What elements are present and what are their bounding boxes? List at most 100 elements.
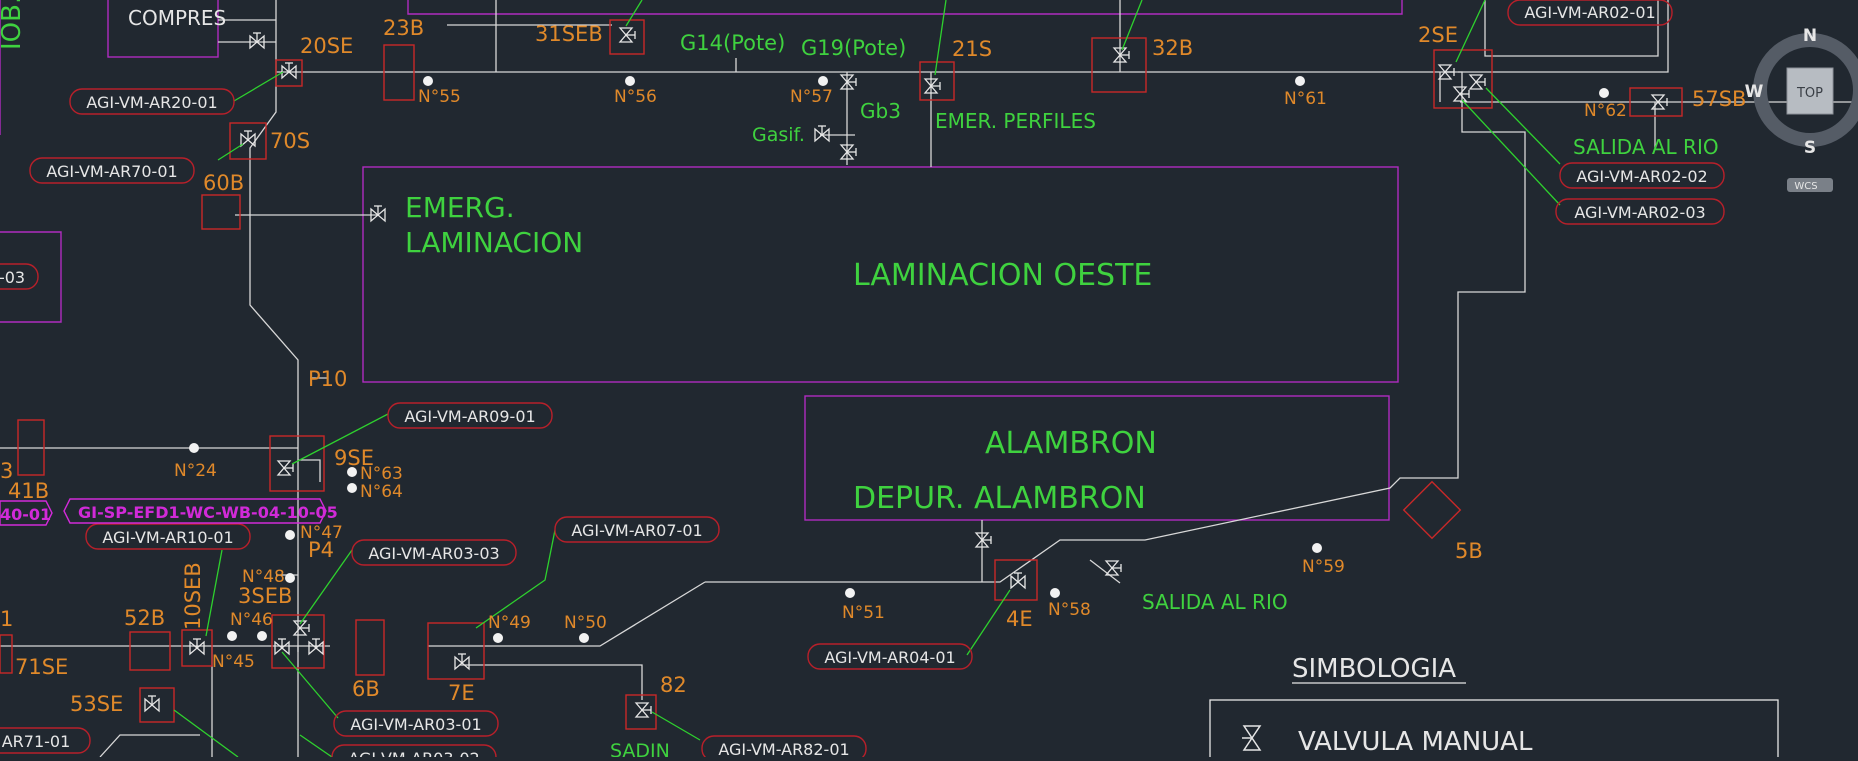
tag-ar82[interactable]: AGI-VM-AR82-01	[718, 740, 849, 759]
zone-compres	[107, 0, 219, 58]
tag-ar20[interactable]: AGI-VM-AR20-01	[86, 93, 217, 112]
viewcube-top-label[interactable]: TOP	[1796, 86, 1823, 101]
label-depur-alambron: DEPUR. ALAMBRON	[853, 481, 1146, 516]
label-laminacion-oeste: LAMINACION OESTE	[853, 258, 1152, 293]
legend-title: SIMBOLOGIA	[1292, 654, 1456, 684]
label-p4: P4	[308, 538, 334, 562]
valve-2se: 2SE	[1418, 23, 1458, 47]
label-g19: G19(Pote)	[801, 36, 906, 60]
node-n61: N°61	[1284, 89, 1327, 109]
tag-ar07[interactable]: AGI-VM-AR07-01	[571, 521, 702, 540]
viewcube-top-face[interactable]	[1786, 67, 1834, 115]
label-p10: P10	[308, 367, 347, 391]
label-salida-rio-2: SALIDA AL RIO	[1142, 590, 1288, 614]
valve-9se: 9SE	[334, 446, 374, 470]
zone-alambron	[804, 395, 1390, 521]
node-n24: N°24	[174, 461, 217, 481]
zone-left-building	[0, 231, 62, 323]
node-n64: N°64	[360, 482, 403, 502]
tag-ar71[interactable]: AR71-01	[2, 732, 71, 751]
valve-70s: 70S	[270, 129, 310, 153]
node-n62: N°62	[1584, 101, 1627, 121]
node-n56: N°56	[614, 87, 657, 107]
tag-ar02-03[interactable]: AGI-VM-AR02-03	[1574, 203, 1705, 222]
node-n47: N°47	[300, 523, 343, 543]
wcs-label[interactable]: WCS	[1794, 181, 1817, 192]
node-n57: N°57	[790, 87, 833, 107]
tag-left-40[interactable]: 40-01	[0, 505, 51, 524]
valve-82: 82	[660, 673, 687, 697]
label-gasif: Gasif.	[752, 124, 805, 146]
valve-left-3: 3	[0, 459, 13, 483]
tag-gi-sp[interactable]: GI-SP-EFD1-WC-WB-04-10-05	[78, 503, 338, 522]
tag-ar02-01[interactable]: AGI-VM-AR02-01	[1524, 3, 1655, 22]
valve-32b: 32B	[1152, 36, 1193, 60]
valve-23b: 23B	[383, 16, 424, 40]
zone-outlines	[0, 0, 1403, 521]
tag-ar04[interactable]: AGI-VM-AR04-01	[824, 648, 955, 667]
valve-5b: 5B	[1455, 539, 1483, 563]
viewcube[interactable]: TOP N S W WCS	[1745, 26, 1858, 192]
label-emer-perfiles: EMER. PERFILES	[935, 109, 1096, 133]
valve-31seb: 31SEB	[535, 22, 603, 46]
tag-ar02-02[interactable]: AGI-VM-AR02-02	[1576, 167, 1707, 186]
label-laminacion: LAMINACION	[405, 226, 583, 259]
tag-ar70[interactable]: AGI-VM-AR70-01	[46, 162, 177, 181]
node-n51: N°51	[842, 603, 885, 623]
valve-6b: 6B	[352, 677, 380, 701]
equipment-boxes	[0, 19, 1683, 730]
label-alambron: ALAMBRON	[985, 426, 1157, 461]
valve-3seb: 3SEB	[238, 584, 292, 608]
tag-ar09[interactable]: AGI-VM-AR09-01	[404, 407, 535, 426]
node-n45: N°45	[212, 652, 255, 672]
label-g14: G14(Pote)	[680, 31, 785, 55]
instrument-tags: AGI-VM-AR20-01 AGI-VM-AR70-01 AGI-VM-AR0…	[0, 0, 1725, 761]
valve-10seb: 10SEB	[181, 562, 205, 630]
node-n46: N°46	[230, 610, 273, 630]
label-emerg: EMERG.	[405, 191, 515, 224]
valve-21s: 21S	[952, 37, 992, 61]
zone-top-building	[407, 0, 1403, 15]
tag-ar03-03[interactable]: AGI-VM-AR03-03	[368, 544, 499, 563]
node-n58: N°58	[1048, 600, 1091, 620]
compass-south[interactable]: S	[1804, 138, 1816, 158]
valve-symbols	[144, 27, 1668, 718]
valve-20se: 20SE	[300, 34, 353, 58]
label-sadin: SADIN	[610, 740, 670, 757]
valve-41b: 41B	[8, 479, 49, 503]
magenta-callouts: GI-SP-EFD1-WC-WB-04-10-05 40-01	[0, 498, 338, 526]
legend-valve-icon	[1242, 725, 1262, 751]
label-gb3: Gb3	[860, 99, 901, 123]
compass-north[interactable]: N	[1803, 26, 1817, 46]
valve-4e: 4E	[1006, 607, 1033, 631]
tag-ar03-02[interactable]: AGI-VM-AR03-02	[348, 749, 479, 761]
node-n59: N°59	[1302, 557, 1345, 577]
compass-west[interactable]: W	[1745, 82, 1764, 102]
valve-53se: 53SE	[70, 692, 123, 716]
zone-laminacion-oeste	[362, 166, 1399, 383]
node-n48: N°48	[242, 567, 285, 587]
tag-left-03[interactable]: -03	[0, 268, 25, 287]
valve-60b: 60B	[203, 171, 244, 195]
zone-labels: COMPRES EMERG. LAMINACION LAMINACION OES…	[0, 0, 1719, 761]
leader-lines	[173, 0, 1561, 758]
tag-ar10[interactable]: AGI-VM-AR10-01	[102, 528, 233, 547]
node-n63: N°63	[360, 464, 403, 484]
label-top-left: IOB. BU	[0, 0, 27, 50]
node-n50: N°50	[564, 613, 607, 633]
valve-7e: 7E	[448, 681, 475, 705]
valve-labels: 20SE 23B 31SEB 21S 32B 2SE 57SB 70S 60B …	[0, 16, 1746, 716]
legend: SIMBOLOGIA VALVULA MANUAL	[1209, 654, 1779, 761]
node-dots	[189, 76, 1609, 643]
node-n55: N°55	[418, 87, 461, 107]
legend-valvula-manual: VALVULA MANUAL	[1298, 727, 1533, 757]
node-n49: N°49	[488, 613, 531, 633]
tag-ar03-01[interactable]: AGI-VM-AR03-01	[350, 715, 481, 734]
wcs-button[interactable]	[1787, 178, 1833, 192]
valve-57sb: 57SB	[1692, 87, 1746, 111]
compass-ring[interactable]	[1753, 33, 1858, 147]
node-labels: N°55 N°56 N°57 N°61 N°62 N°24 N°63 N°64 …	[174, 87, 1627, 672]
